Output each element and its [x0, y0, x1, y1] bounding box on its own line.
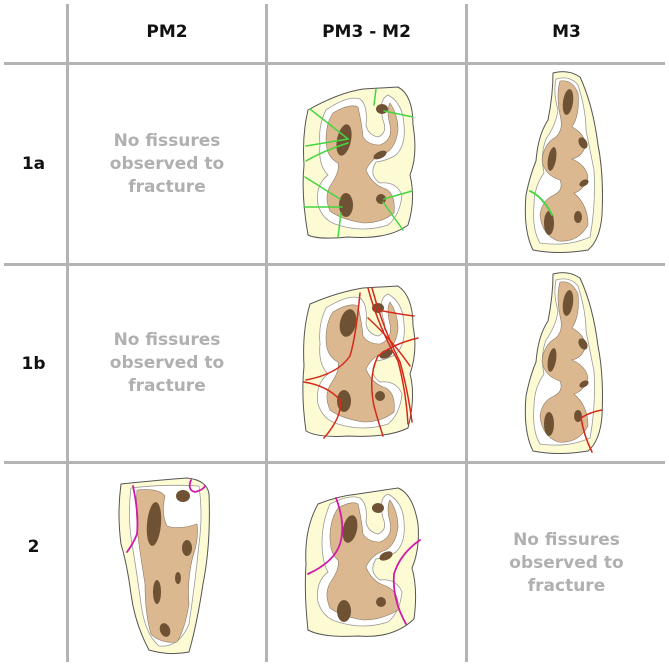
grid-line-horizontal-1 — [4, 62, 665, 65]
row-label-1a: 1a — [21, 154, 46, 174]
fissure-lines — [580, 409, 603, 453]
no-fissures-text: No fissures observed to fracture — [509, 529, 624, 596]
cell-2-pm2 — [69, 464, 265, 662]
cell-1b-pm3-m2 — [268, 266, 465, 461]
fissure-lines — [529, 190, 553, 216]
fissure-lines — [303, 287, 419, 439]
grid-line-vertical-2 — [265, 4, 268, 662]
grid-line-horizontal-3 — [4, 461, 665, 464]
column-header-m3: M3 — [552, 21, 581, 42]
grid-line-vertical-1 — [66, 4, 69, 662]
cell-1b-pm2: No fissures observed to fracture — [69, 266, 265, 461]
cell-2-m3: No fissures observed to fracture — [468, 464, 665, 662]
tooth-m3-diagram — [524, 71, 603, 253]
cell-2-pm3-m2 — [268, 464, 465, 662]
column-header-pm3-m2: PM3 - M2 — [322, 21, 411, 42]
tooth-pm2-diagram — [118, 477, 210, 655]
fissure-lines — [307, 497, 421, 625]
cell-1a-pm3-m2 — [268, 65, 465, 263]
tooth-pm3-m2-diagram — [302, 285, 419, 439]
fissure-lines — [126, 479, 206, 553]
row-label-2: 2 — [27, 537, 40, 557]
tooth-m3-diagram — [524, 272, 603, 454]
no-fissures-text: No fissures observed to fracture — [109, 330, 225, 396]
row-label-1b: 1b — [21, 353, 46, 374]
tooth-pm3-m2-diagram — [302, 86, 416, 239]
grid-line-vertical-3 — [465, 4, 468, 662]
fissure-lines — [303, 88, 414, 238]
cell-1a-m3 — [468, 65, 665, 263]
tooth-outline — [302, 86, 416, 239]
cell-1b-m3 — [468, 266, 665, 461]
grid-line-horizontal-2 — [4, 263, 665, 266]
tooth-pm3-m2-diagram — [304, 487, 421, 637]
no-fissures-text: No fissures observed to fracture — [109, 130, 225, 197]
column-header-pm2: PM2 — [146, 21, 188, 42]
cell-1a-pm2: No fissures observed to fracture — [69, 65, 265, 263]
